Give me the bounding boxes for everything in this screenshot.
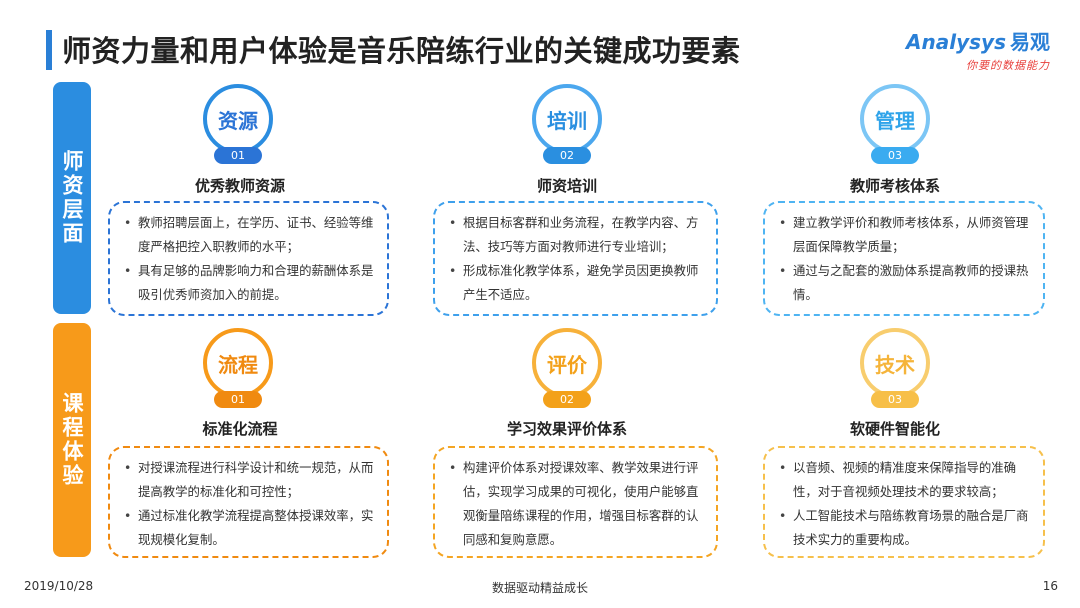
circle-technology: 技术 — [860, 328, 930, 398]
circle-management: 管理 — [860, 84, 930, 154]
logo-brand-cn: 易观 — [1010, 30, 1050, 54]
number-badge: 02 — [543, 147, 591, 164]
item-box: 构建评价体系对授课效率、教学效果进行评估，实现学习成果的可视化，使用户能够直观衡… — [433, 446, 718, 558]
section-label-teachers: 师资层面 — [53, 82, 91, 314]
bullet: 构建评价体系对授课效率、教学效果进行评估，实现学习成果的可视化，使用户能够直观衡… — [447, 456, 704, 552]
item-title: 优秀教师资源 — [194, 177, 285, 195]
bullet: 以音频、视频的精准度来保障指导的准确性，对于音视频处理技术的要求较高； — [777, 456, 1031, 504]
page-number: 16 — [1042, 579, 1058, 593]
bullet: 建立教学评价和教师考核体系，从师资管理层面保障教学质量； — [777, 211, 1031, 259]
circle-resource: 资源 — [203, 84, 273, 154]
logo-brand-en: Analysys — [906, 30, 1006, 54]
bullet: 通过标准化教学流程提高整体授课效率，实现规模化复制。 — [122, 504, 375, 552]
number-badge: 02 — [543, 391, 591, 408]
footer-date: 2019/10/28 — [24, 579, 94, 593]
section-label-course: 课程体验 — [53, 323, 91, 557]
item-title: 软硬件智能化 — [849, 420, 940, 438]
item-title: 教师考核体系 — [849, 177, 940, 195]
item-box: 根据目标客群和业务流程，在教学内容、方法、技巧等方面对教师进行专业培训； 形成标… — [433, 201, 718, 316]
bullet: 通过与之配套的激励体系提高教师的授课热情。 — [777, 259, 1031, 307]
circle-process: 流程 — [203, 328, 273, 398]
bullet: 对授课流程进行科学设计和统一规范，从而提高教学的标准化和可控性； — [122, 456, 375, 504]
logo-slogan: 你要的数据能力 — [966, 59, 1050, 72]
number-badge: 01 — [214, 391, 262, 408]
bullet: 形成标准化教学体系，避免学员因更换教师产生不适应。 — [447, 259, 704, 307]
item-title: 标准化流程 — [202, 420, 278, 438]
bullet: 具有足够的品牌影响力和合理的薪酬体系是吸引优秀师资加入的前提。 — [122, 259, 375, 307]
item-title: 师资培训 — [536, 177, 597, 195]
item-box: 教师招聘层面上，在学历、证书、经验等维度严格把控入职教师的水平； 具有足够的品牌… — [108, 201, 389, 316]
number-badge: 01 — [214, 147, 262, 164]
item-title: 学习效果评价体系 — [506, 420, 627, 438]
title-accent-bar — [46, 30, 52, 70]
number-badge: 03 — [871, 147, 919, 164]
bullet: 教师招聘层面上，在学历、证书、经验等维度严格把控入职教师的水平； — [122, 211, 375, 259]
item-box: 建立教学评价和教师考核体系，从师资管理层面保障教学质量； 通过与之配套的激励体系… — [763, 201, 1045, 316]
item-box: 对授课流程进行科学设计和统一规范，从而提高教学的标准化和可控性； 通过标准化教学… — [108, 446, 389, 558]
bullet: 人工智能技术与陪练教育场景的融合是厂商技术实力的重要构成。 — [777, 504, 1031, 552]
item-box: 以音频、视频的精准度来保障指导的准确性，对于音视频处理技术的要求较高； 人工智能… — [763, 446, 1045, 558]
footer-slogan: 数据驱动精益成长 — [491, 581, 588, 595]
page-title: 师资力量和用户体验是音乐陪练行业的关键成功要素 — [62, 34, 741, 68]
circle-training: 培训 — [532, 84, 602, 154]
circle-evaluation: 评价 — [532, 328, 602, 398]
bullet: 根据目标客群和业务流程，在教学内容、方法、技巧等方面对教师进行专业培训； — [447, 211, 704, 259]
number-badge: 03 — [871, 391, 919, 408]
